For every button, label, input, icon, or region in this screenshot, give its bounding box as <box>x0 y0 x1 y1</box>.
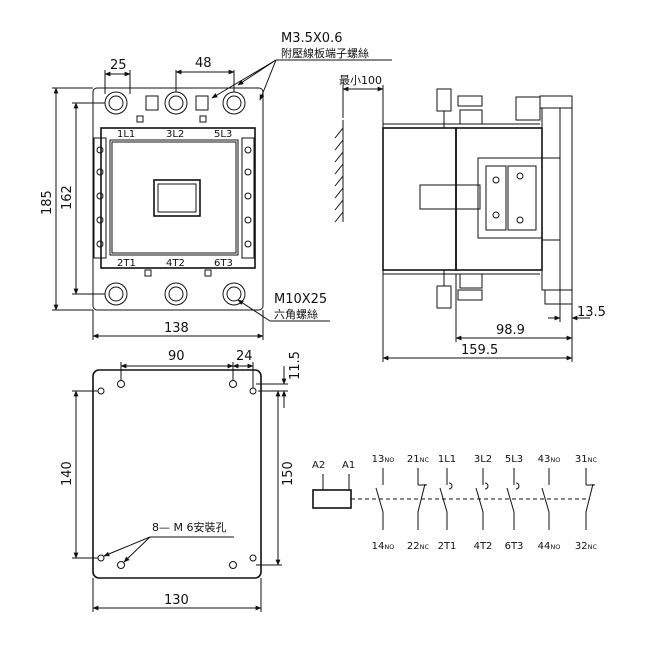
coil-symbol <box>312 489 352 509</box>
side-screw-column-right <box>241 137 255 259</box>
coil-label-a2: A2 <box>312 460 325 471</box>
screw-top-label: M3.5X0.6 <box>281 31 342 46</box>
dim-label-11-5: 11.5 <box>288 351 303 380</box>
contact-label-top-4: 3L2 <box>474 454 492 465</box>
dim-label-90: 90 <box>168 349 185 364</box>
side-armature <box>419 184 481 210</box>
contact-6-no <box>541 468 550 530</box>
dim-label-130: 130 <box>164 593 189 608</box>
terminal-label-bottom-1: 2T1 <box>117 258 136 269</box>
dim-label-24: 24 <box>236 349 253 364</box>
dim-label-13-5: 13.5 <box>577 305 606 320</box>
dim-label-159-5: 159.5 <box>461 343 498 358</box>
dim-label-48: 48 <box>195 56 212 71</box>
contact-2-nc <box>417 468 427 530</box>
screw-bottom-note: 六角螺絲 <box>274 307 318 321</box>
bottom-terminal-screws <box>104 269 246 306</box>
front-cover-inner <box>111 141 237 254</box>
top-terminal-screws <box>104 91 246 123</box>
contact-label-bottom-4: 4T2 <box>474 541 493 552</box>
dim-label-138: 138 <box>164 321 189 336</box>
contact-symbols <box>375 468 595 530</box>
side-screw-column-left <box>93 137 107 259</box>
contact-label-bottom-5: 6T3 <box>505 541 524 552</box>
contact-label-bottom-2: 22NC <box>407 541 430 552</box>
armature-window-inner <box>157 183 197 213</box>
mounting-holes <box>97 380 257 569</box>
side-studs-top <box>436 88 483 128</box>
terminal-label-bottom-2: 4T2 <box>166 258 185 269</box>
contact-1-no <box>375 468 384 530</box>
dim-label-98-9: 98.9 <box>496 323 525 338</box>
contact-label-top-1: 13NO <box>372 454 395 465</box>
side-body-rear <box>455 127 543 271</box>
mounting-plate: 90 24 11.5 140 150 130 8— M 6安裝孔 <box>60 349 303 612</box>
contact-5-no <box>506 468 520 530</box>
screw-bottom-label: M10X25 <box>274 292 327 307</box>
contact-4-no <box>475 468 489 530</box>
coil-label-a1: A1 <box>342 460 355 471</box>
contact-label-bottom-3: 2T1 <box>438 541 457 552</box>
wall-hatch <box>334 127 344 223</box>
side-mount-bottom <box>544 289 573 305</box>
terminal-label-top-3: 5L3 <box>214 129 232 140</box>
wiring-schematic: A2 A1 13NO 14NO 21NC 22NC 1L1 2T1 3L2 4T2 5L3 6T3… <box>312 454 598 552</box>
dim-label-150: 150 <box>281 461 296 486</box>
dim-label-25: 25 <box>110 58 127 73</box>
screw-top-note: 附壓線板端子螺絲 <box>281 46 369 60</box>
contact-label-bottom-1: 14NO <box>372 541 395 552</box>
front-body-outline <box>92 87 264 311</box>
terminal-label-bottom-3: 6T3 <box>214 258 233 269</box>
front-view: 1L1 3L2 5L3 2T1 4T2 6T3 25 48 185 162 13… <box>40 31 392 340</box>
dim-label-162: 162 <box>60 185 75 210</box>
side-view: 最小100 13.5 <box>334 74 606 362</box>
terminal-label-top-1: 1L1 <box>117 129 135 140</box>
contact-label-top-3: 1L1 <box>438 454 456 465</box>
dim-label-185: 185 <box>40 190 55 215</box>
dim-label-140: 140 <box>60 461 75 486</box>
contact-label-top-2: 21NC <box>407 454 430 465</box>
side-mount-top <box>539 95 573 109</box>
front-frame <box>100 127 256 269</box>
front-cover <box>109 139 239 256</box>
contact-3-no <box>439 468 453 530</box>
plate-outline <box>92 369 262 579</box>
min-clearance-label: 最小100 <box>339 74 382 87</box>
contact-label-top-6: 43NO <box>538 454 561 465</box>
side-rail <box>559 107 573 305</box>
contact-label-top-7: 31NC <box>575 454 598 465</box>
contact-label-top-5: 5L3 <box>505 454 523 465</box>
side-studs-bottom <box>436 270 483 309</box>
contact-label-bottom-6: 44NO <box>538 541 561 552</box>
terminal-label-top-2: 3L2 <box>166 129 184 140</box>
armature-window <box>153 179 201 217</box>
contact-label-bottom-7: 32NC <box>575 541 598 552</box>
contact-7-nc <box>585 468 595 530</box>
mounting-hole-note: 8— M 6安裝孔 <box>152 520 226 534</box>
side-aux-block <box>477 157 543 239</box>
